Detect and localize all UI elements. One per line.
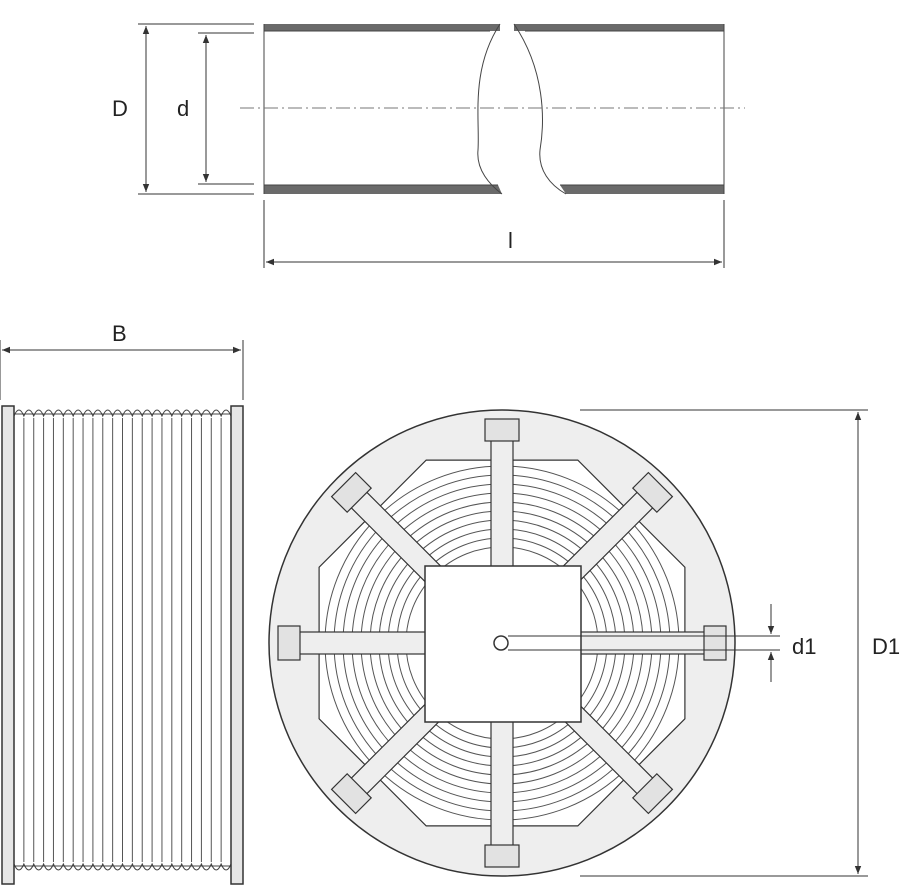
spoke-clamp [484, 844, 520, 868]
spoke-arm [573, 631, 725, 655]
flange-right [230, 405, 244, 885]
spoke-clamp [703, 625, 727, 661]
spoke-arm [490, 714, 514, 866]
pipe-wall-bottom-right [560, 185, 724, 194]
spoke-arm [490, 420, 514, 572]
label-D1: D1 [872, 634, 900, 659]
label-l: l [508, 228, 513, 253]
label-d1: d1 [792, 634, 816, 659]
pipe-wall-top-right [514, 24, 724, 31]
hub-bore [493, 635, 509, 651]
pipe-wall-bottom-left [264, 185, 502, 194]
drum-side-view: B [0, 321, 244, 885]
flange-left [1, 405, 15, 885]
spoke-clamp [484, 418, 520, 442]
spoke-clamp [631, 772, 674, 815]
break-line-left [477, 23, 503, 195]
spoke [573, 625, 727, 661]
pipe-side-view: D d l [112, 23, 745, 268]
coil-windings [23, 418, 222, 862]
label-D: D [112, 96, 128, 121]
break-line-right [513, 23, 567, 195]
drum-front-view: d1 D1 [268, 409, 900, 877]
spoke [484, 714, 520, 868]
coil-edge-bottom [13, 862, 232, 871]
spoke [484, 418, 520, 572]
spoke-arm [279, 631, 431, 655]
spoke-clamp [330, 471, 373, 514]
coil-edge-top [13, 409, 232, 418]
label-d: d [177, 96, 189, 121]
spoke-clamp [631, 471, 674, 514]
pipe-wall-top-left [264, 24, 500, 31]
spoke-clamp [330, 772, 373, 815]
spoke-clamp [277, 625, 301, 661]
label-B: B [112, 321, 127, 346]
